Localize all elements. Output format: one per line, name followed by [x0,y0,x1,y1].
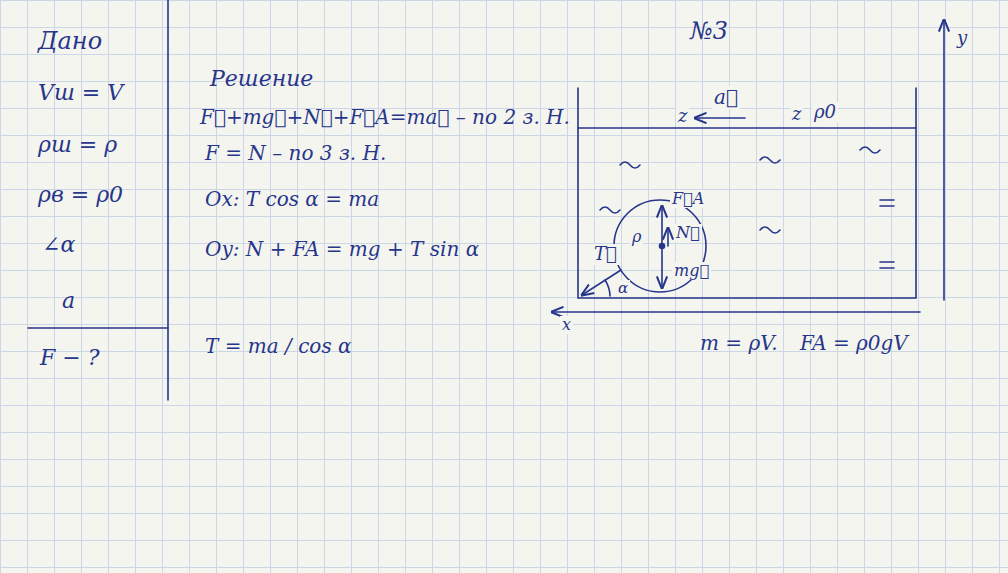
given-value: ρв = ρ0 [38,182,123,207]
density-label: ρ0 [812,102,838,123]
given-rule [28,327,168,329]
vector-label: N⃗ [674,224,702,242]
equation: Ox: T cos α = ma [205,188,379,211]
solution-heading: Решение [210,66,313,91]
vector-label: mg⃗ [672,262,711,280]
equation: m = ρV. [700,332,778,355]
given-value: a [62,288,75,313]
equation: F⃗+mg⃗+N⃗+F⃗A=ma⃗ – по 2 з. Н. [200,106,570,129]
water-surface [578,127,916,129]
water-mark-letter: z [676,106,689,127]
column-rule [167,0,169,400]
given-value: ∠α [42,232,75,257]
unknown: F − ? [40,345,99,370]
density-label: ρ [630,228,643,246]
buoyancy-vector [661,206,663,244]
water-mark [620,162,640,168]
acceleration-vector [695,117,745,119]
vessel [578,88,916,298]
water-mark [860,147,880,153]
water-mark [760,157,780,163]
equation: T = ma / cos α [205,335,352,358]
axis-label: y [955,28,969,49]
vector-label: T⃗ [592,244,619,265]
given-value: Vш = V [38,80,123,105]
y-axis [943,20,945,300]
angle-label: α [616,280,630,297]
water-mark-letter: z [790,104,803,125]
x-axis [552,311,920,313]
vector-label: a⃗ [712,86,740,109]
problem-number: №3 [690,18,728,46]
given-value: ρш = ρ [38,132,117,157]
axis-label: x [560,316,573,334]
water-mark [600,207,620,213]
water-mark [880,262,894,268]
gravity-vector [661,249,663,288]
given-heading: Дано [38,28,102,56]
normal-vector [667,228,669,246]
equation: FA = ρ0gV [800,332,908,355]
angle-arc [605,280,610,296]
vector-label: F⃗A [670,190,706,208]
water-mark [760,227,780,233]
water-mark [880,200,894,206]
equation: Oy: N + FA = mg + T sin α [205,238,479,261]
equation: F = N – по 3 з. Н. [205,142,386,165]
